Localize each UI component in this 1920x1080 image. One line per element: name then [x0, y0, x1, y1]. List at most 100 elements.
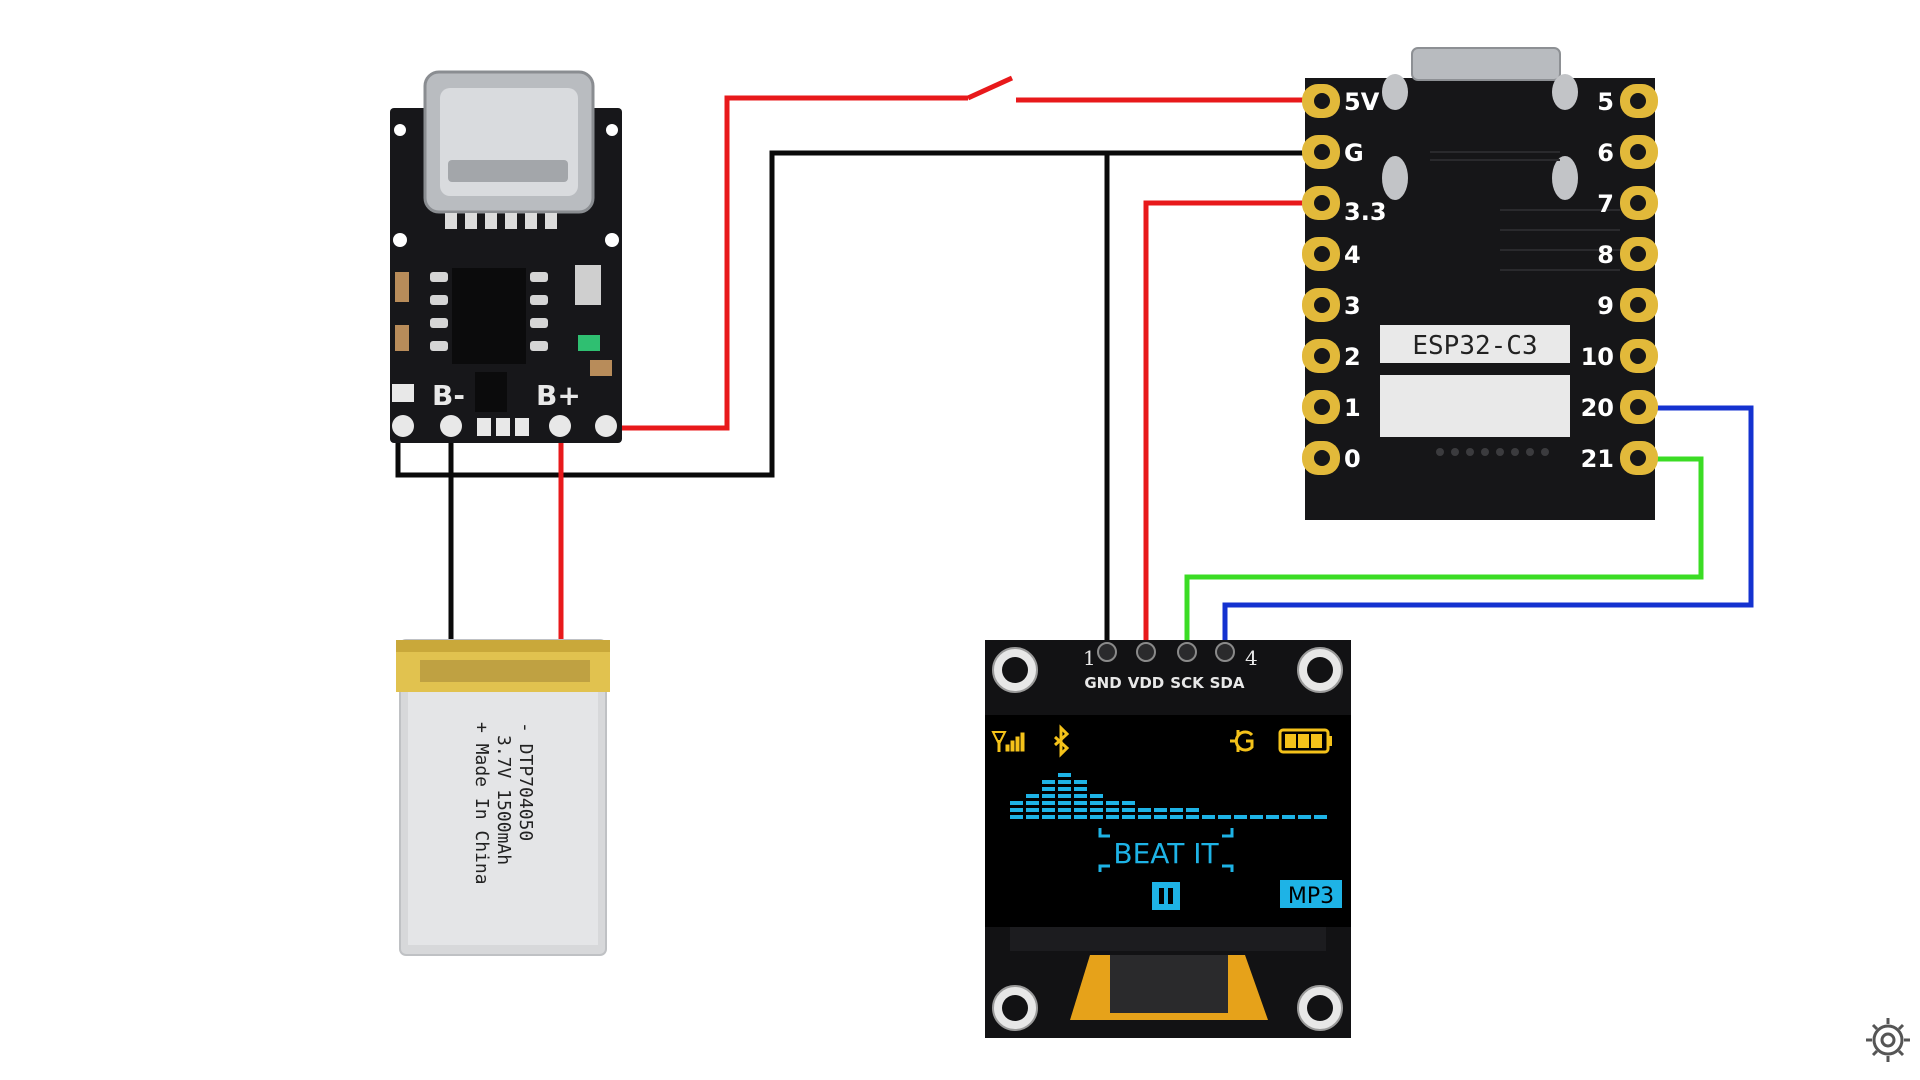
- eq-bar-segment: [1042, 794, 1055, 798]
- eq-bar-segment: [1042, 808, 1055, 812]
- oled-pin-label-vdd: VDD: [1128, 674, 1165, 692]
- oled-pin-number-4: 4: [1245, 646, 1258, 670]
- eq-bar-segment: [1058, 815, 1071, 819]
- battery-icon: [1278, 728, 1332, 754]
- lipo-battery: - DTP704050 3.7V 1500mAh + Made In China: [396, 639, 610, 956]
- gps-icon: [1230, 730, 1254, 752]
- signal-icon: [991, 731, 1025, 752]
- eq-bar-segment: [1010, 815, 1023, 819]
- esp32-c3-board: ESP32-C3: [1302, 47, 1658, 520]
- eq-bar-segment: [1186, 815, 1199, 819]
- eq-bar-segment: [1122, 808, 1135, 812]
- esp32-pin-label-1: 1: [1344, 394, 1361, 422]
- oled-pin-label-sck: SCK: [1170, 674, 1205, 692]
- charger-chip: [452, 268, 526, 364]
- eq-bar-segment: [1090, 808, 1103, 812]
- eq-bar-segment: [1074, 801, 1087, 805]
- eq-bar-segment: [1170, 815, 1183, 819]
- eq-bar-segment: [1058, 787, 1071, 791]
- eq-bar-segment: [1026, 815, 1039, 819]
- eq-bar-segment: [1074, 787, 1087, 791]
- esp32-pin-label-20: 20: [1581, 394, 1614, 422]
- esp32-pin-label-7: 7: [1597, 190, 1614, 218]
- eq-bar-segment: [1282, 815, 1295, 819]
- eq-bar-segment: [1314, 815, 1327, 819]
- eq-bar-segment: [1042, 780, 1055, 784]
- wire-5v: [610, 95, 968, 431]
- eq-bar-segment: [1154, 808, 1167, 812]
- eq-bar-segment: [1170, 808, 1183, 812]
- eq-bar-segment: [1074, 780, 1087, 784]
- switch-lever: [966, 75, 1014, 101]
- wires: [395, 75, 1754, 652]
- eq-bar-segment: [1186, 808, 1199, 812]
- equalizer-visualizer: [1010, 773, 1327, 819]
- oled-pin-label-gnd: GND: [1084, 674, 1121, 692]
- eq-bar-segment: [1090, 794, 1103, 798]
- oled-pin-label-sda: SDA: [1210, 674, 1245, 692]
- esp32-pin-label-3: 3: [1344, 292, 1361, 320]
- esp32-blank-plate: [1380, 375, 1570, 437]
- song-title-frame: [1098, 828, 1234, 872]
- eq-bar-segment: [1090, 801, 1103, 805]
- esp32-left-pins: 5V G 3.3 4 3 2 1 0: [1302, 84, 1387, 475]
- battery-origin-label: + Made In China: [471, 722, 492, 885]
- eq-bar-segment: [1250, 815, 1263, 819]
- charger-b-minus-label: B-: [432, 379, 465, 412]
- eq-bar-segment: [1106, 815, 1119, 819]
- eq-bar-segment: [1010, 801, 1023, 805]
- eq-bar-segment: [1266, 815, 1279, 819]
- esp32-label-plate: [1380, 325, 1570, 363]
- bluetooth-icon: [1053, 724, 1070, 758]
- eq-bar-segment: [1298, 815, 1311, 819]
- eq-bar-segment: [1074, 815, 1087, 819]
- eq-bar-segment: [1058, 808, 1071, 812]
- eq-bar-segment: [1074, 794, 1087, 798]
- wire-gnd: [395, 150, 1308, 478]
- pause-icon: [1152, 882, 1180, 910]
- esp32-pin-label-g: G: [1344, 139, 1364, 167]
- eq-bar-segment: [1058, 773, 1071, 777]
- eq-bar-segment: [1138, 815, 1151, 819]
- esp32-pin-label-4: 4: [1344, 241, 1361, 269]
- wire-sda: [1222, 405, 1754, 652]
- esp32-right-pins: 5 6 7 8 9 10 20 21: [1581, 84, 1658, 475]
- esp32-pin-label-3v3: 3.3: [1344, 198, 1387, 226]
- eq-bar-segment: [1154, 815, 1167, 819]
- charger-module: B- B+: [390, 70, 622, 443]
- esp32-pin-label-5: 5: [1597, 88, 1614, 116]
- eq-bar-segment: [1026, 794, 1039, 798]
- charger-b-plus-label: B+: [536, 379, 581, 412]
- esp32-pin-label-6: 6: [1597, 139, 1614, 167]
- esp32-pin-label-8: 8: [1597, 241, 1614, 269]
- eq-bar-segment: [1042, 815, 1055, 819]
- eq-bar-segment: [1074, 808, 1087, 812]
- esp32-pin-label-5v: 5V: [1344, 88, 1380, 116]
- format-label: MP3: [1288, 884, 1334, 909]
- gear-logo-icon: [1866, 1018, 1910, 1062]
- esp32-pin-label-0: 0: [1344, 445, 1361, 473]
- eq-bar-segment: [1026, 801, 1039, 805]
- esp32-usb-port: [1411, 47, 1561, 81]
- eq-bar-segment: [1106, 801, 1119, 805]
- eq-bar-segment: [1058, 801, 1071, 805]
- esp32-label: ESP32-C3: [1412, 331, 1537, 361]
- eq-bar-segment: [1010, 808, 1023, 812]
- esp32-pin-label-2: 2: [1344, 343, 1361, 371]
- eq-bar-segment: [1202, 815, 1215, 819]
- eq-bar-segment: [1090, 815, 1103, 819]
- eq-bar-segment: [1058, 780, 1071, 784]
- eq-bar-segment: [1042, 787, 1055, 791]
- oled-module: 1 4 GND VDD SCK SDA: [985, 640, 1351, 1038]
- eq-bar-segment: [1234, 815, 1247, 819]
- esp32-pin-label-10: 10: [1581, 343, 1614, 371]
- wire-sck: [1184, 456, 1704, 652]
- eq-bar-segment: [1218, 815, 1231, 819]
- eq-bar-segment: [1106, 808, 1119, 812]
- esp32-pin-label-9: 9: [1597, 292, 1614, 320]
- eq-bar-segment: [1042, 801, 1055, 805]
- eq-bar-segment: [1122, 801, 1135, 805]
- song-title: BEAT IT: [1113, 837, 1219, 870]
- oled-pin-number-1: 1: [1083, 646, 1096, 670]
